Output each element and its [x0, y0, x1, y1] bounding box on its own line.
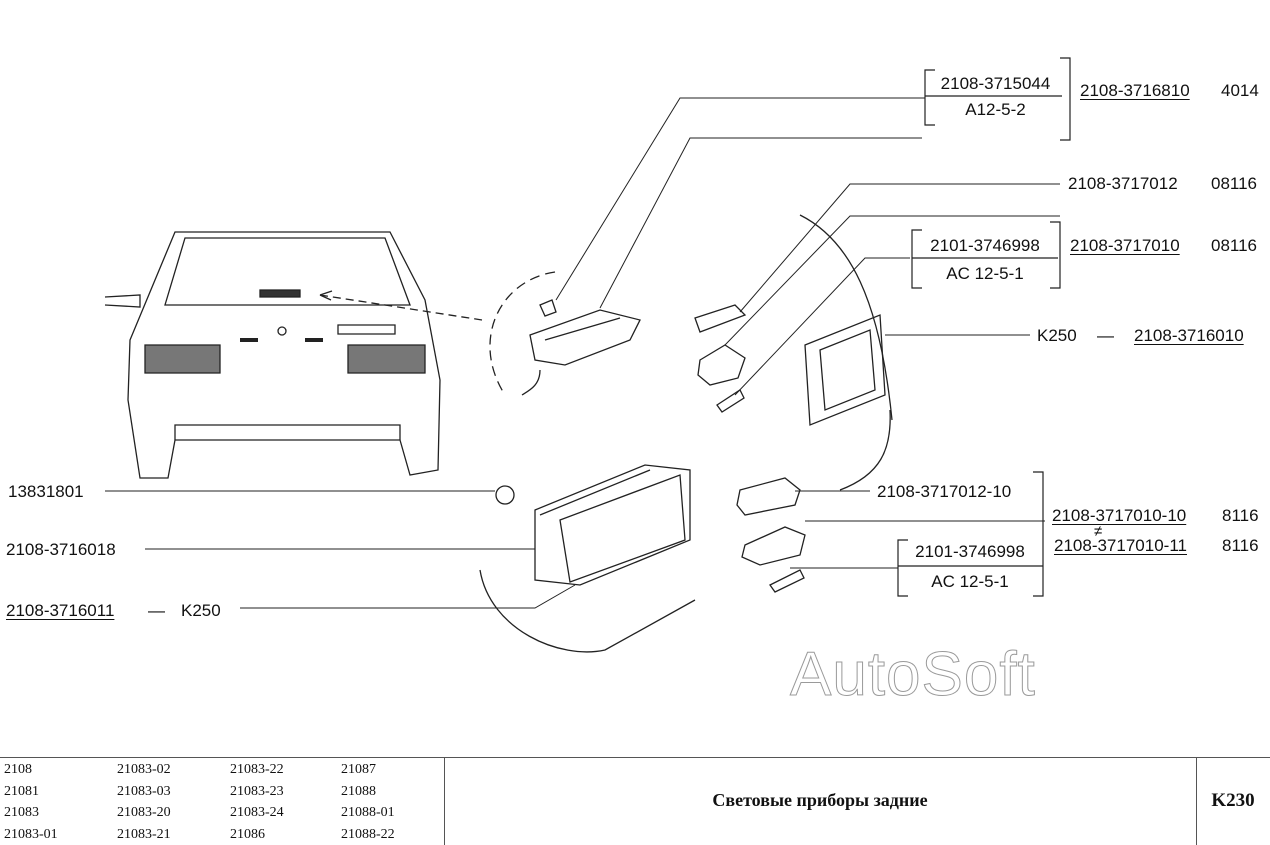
part-number-right-lens: 2108-3716010 [1134, 326, 1244, 345]
left-lamp [479, 464, 696, 653]
top-fraction-numerator: 2108-3715044 [940, 74, 1051, 93]
model-cell: 21083 [4, 805, 39, 820]
not-equal-mark: ≠ [1094, 523, 1103, 540]
part-number-left-gasket: 2108-3716018 [6, 540, 116, 559]
code-high-stop-lamp: 4014 [1221, 81, 1259, 100]
model-cell: 2108 [4, 762, 32, 777]
model-cell: 21083-24 [230, 805, 284, 820]
model-cell: 21083-03 [117, 784, 171, 799]
dash-left-lens: — [148, 601, 165, 620]
model-cell: 21083-21 [117, 827, 171, 842]
mid-fraction-numerator: 2101-3746998 [930, 236, 1040, 255]
mid-fraction-denominator: AC 12-5-1 [946, 264, 1024, 283]
sheet-title: Световые приборы задние [712, 790, 928, 810]
model-cell: 21088-22 [341, 827, 395, 842]
model-cell: 21087 [341, 762, 376, 777]
car-rear-view [104, 231, 483, 479]
model-cell: 21086 [230, 827, 265, 842]
code-plate-lamp-upper: 08116 [1211, 174, 1258, 193]
parts-diagram: 2108-3715044 A12-5-2 2108-3716810 4014 2… [6, 57, 1259, 710]
code-left-lens: K250 [181, 601, 221, 620]
model-cell: 21081 [4, 784, 39, 799]
title-block: 2108 21083-02 21083-22 21087 21081 21083… [0, 757, 1270, 845]
right-lens [799, 214, 893, 491]
model-list: 2108 21083-02 21083-22 21087 21081 21083… [0, 758, 445, 845]
low-fraction-numerator: 2101-3746998 [915, 542, 1025, 561]
code-plate-lamp: 08116 [1211, 236, 1258, 255]
model-cell: 21083-22 [230, 762, 284, 777]
model-cell: 21083-01 [4, 827, 58, 842]
brackets [897, 57, 1071, 597]
sheet-code: K230 [1211, 790, 1255, 811]
low-fraction-denominator: AC 12-5-1 [931, 572, 1009, 591]
code-right-lens: K250 [1037, 326, 1077, 345]
model-cell: 21088-01 [341, 805, 395, 820]
model-cell: 21088 [341, 784, 376, 799]
watermark-logo: AutoSoft [790, 640, 1036, 710]
model-cell: 21083-02 [117, 762, 171, 777]
plate-lamp-parts [694, 304, 806, 593]
diagram-drawing [104, 57, 1071, 653]
dash-right-lens: — [1097, 326, 1114, 345]
code-lower-lamp-1: 8116 [1222, 506, 1259, 525]
part-number-left-lens: 2108-3716011 [6, 601, 115, 620]
part-number-lower-lamp-2: 2108-3717010-11 [1054, 536, 1187, 555]
top-fraction-denominator: A12-5-2 [965, 100, 1026, 119]
leader-lines [105, 97, 1060, 609]
part-number-high-stop-lamp: 2108-3716810 [1080, 81, 1190, 100]
title-cell: Световые приборы задние [444, 758, 1197, 845]
part-number-lower-lamp-1: 2108-3717010-10 [1052, 506, 1187, 525]
part-number-plate-lamp-upper: 2108-3717012 [1068, 174, 1178, 193]
high-stop-lamp [489, 271, 641, 396]
part-number-plug: 13831801 [8, 482, 84, 501]
model-cell: 21083-23 [230, 784, 284, 799]
model-cell: 21083-20 [117, 805, 171, 820]
code-lower-lamp-2: 8116 [1222, 536, 1259, 555]
part-number-plate-lamp: 2108-3717010 [1070, 236, 1180, 255]
part-number-lower-lamp-upper: 2108-3717012-10 [877, 482, 1012, 501]
